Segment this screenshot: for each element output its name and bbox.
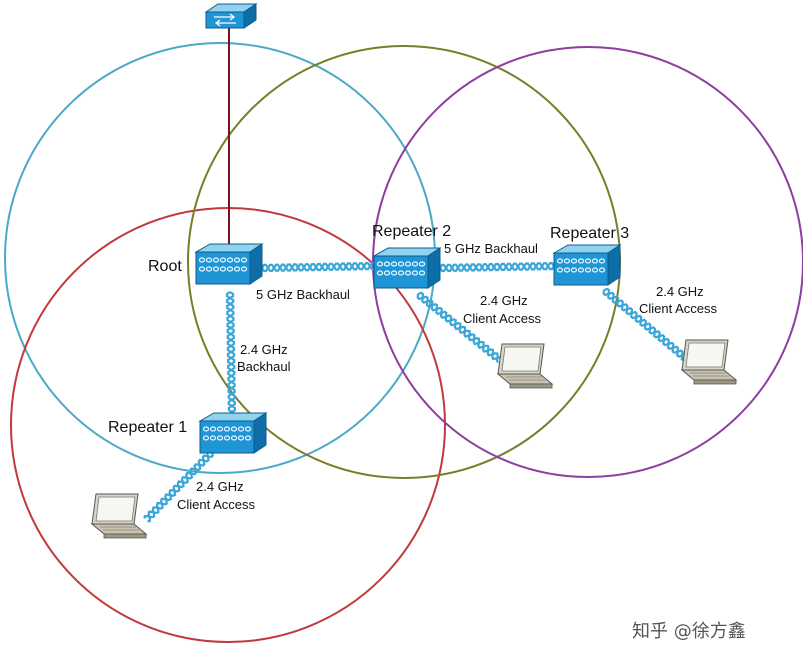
root-r2-backhaul-label: 5 GHz Backhaul: [256, 287, 350, 302]
r2-client-label-line2: Client Access: [463, 311, 542, 326]
root-r1-backhaul-label-line2: Backhaul: [237, 359, 291, 374]
r3-client-label-line2: Client Access: [639, 301, 718, 316]
repeater1-label: Repeater 1: [108, 419, 187, 436]
repeater3-label: Repeater 3: [550, 225, 629, 242]
r1-client-label-line1: 2.4 GHz: [196, 479, 244, 494]
wireless-link-r2-client: [416, 291, 503, 364]
wireless-link-root-r2: [261, 261, 377, 273]
root-access-point-icon: [195, 243, 263, 285]
r1-client-label-line2: Client Access: [177, 497, 256, 512]
repeater2-client-laptop-icon: [497, 343, 553, 389]
repeater3-client-laptop-icon: [681, 339, 737, 385]
wireless-link-r2-r3: [439, 262, 557, 273]
wireless-link-r1-client: [143, 450, 215, 523]
repeater2-label: Repeater 2: [372, 223, 451, 240]
r2-client-label-line1: 2.4 GHz: [480, 293, 528, 308]
root-label: Root: [148, 258, 182, 275]
wireless-link-root-r1: [225, 291, 237, 415]
r2-r3-backhaul-label: 5 GHz Backhaul: [444, 241, 538, 256]
repeater1-access-point-icon: [199, 412, 267, 454]
repeater3-access-point-icon: [553, 244, 621, 286]
watermark-text: 知乎 @徐方鑫: [632, 621, 746, 642]
repeater1-client-laptop-icon: [91, 493, 147, 539]
root-r1-backhaul-label-line1: 2.4 GHz: [240, 342, 288, 357]
repeater2-access-point-icon: [373, 247, 441, 289]
r3-client-label-line1: 2.4 GHz: [656, 284, 704, 299]
wireless-link-r3-client: [602, 287, 693, 366]
switch-icon: [204, 3, 258, 29]
